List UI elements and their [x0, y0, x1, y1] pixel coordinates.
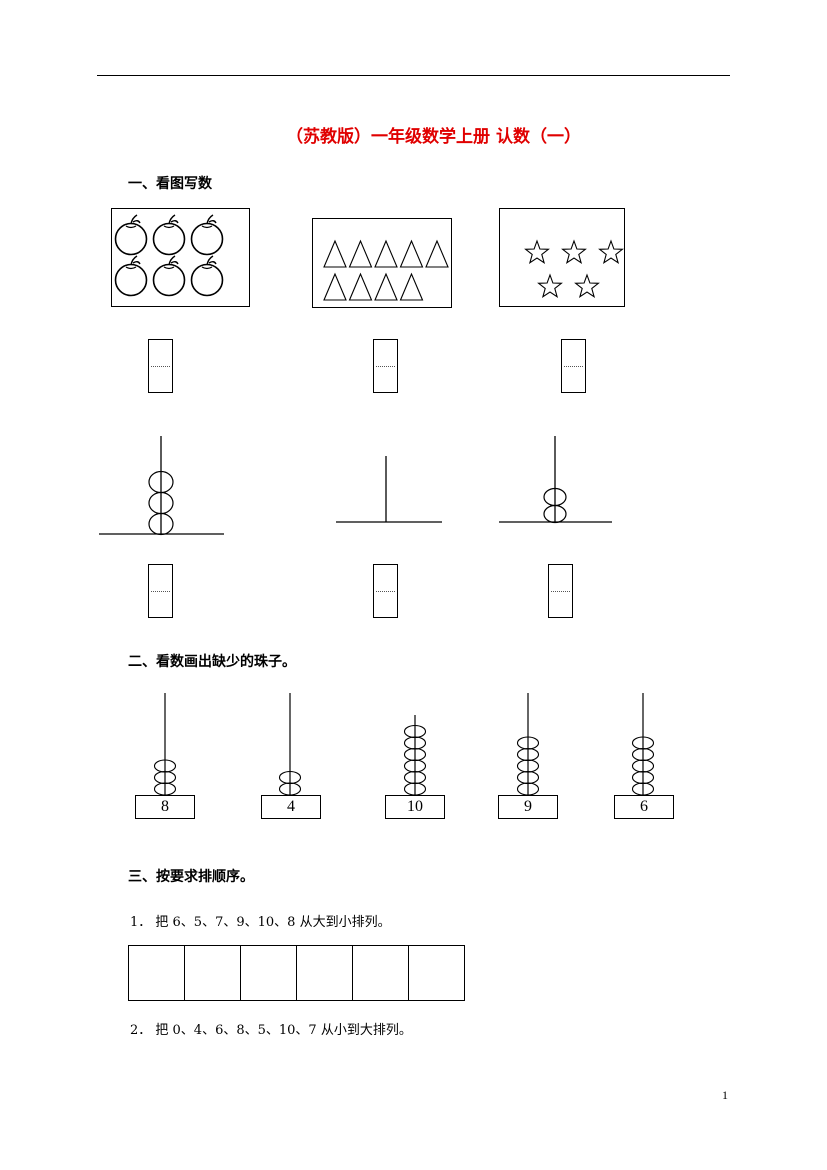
bead: [631, 736, 655, 750]
answer-box-abacus-3[interactable]: [548, 564, 573, 618]
number-box-2: 4: [261, 795, 321, 819]
star-icon: [561, 239, 587, 264]
apples-picture: [111, 208, 250, 307]
header-rule: [97, 75, 730, 76]
abacus-1: [99, 436, 224, 536]
apple-icon: [114, 214, 148, 256]
triangle-icon: [348, 272, 373, 301]
answer-box-abacus-1[interactable]: [148, 564, 173, 618]
apple-icon: [114, 214, 224, 297]
apple-icon: [152, 255, 186, 297]
star-icon: [598, 239, 624, 264]
triangles-picture: [312, 218, 452, 308]
page-title: （苏教版）一年级数学上册 认数（一）: [286, 127, 581, 147]
triangle-icon: [425, 239, 449, 268]
order-cell[interactable]: [185, 946, 241, 1000]
star-icon: [524, 239, 550, 264]
bead: [278, 770, 302, 785]
apple-icon: [190, 214, 224, 256]
page-number: 1: [722, 1088, 728, 1102]
order-cell[interactable]: [353, 946, 409, 1000]
bead: [516, 736, 540, 750]
bead-rod: [278, 693, 302, 796]
apple-icon: [114, 255, 148, 297]
triangle-icon: [348, 239, 373, 268]
order-boxes: [128, 945, 465, 1001]
order-cell[interactable]: [241, 946, 297, 1000]
bead: [543, 487, 567, 507]
triangle-icon: [323, 239, 449, 301]
order-cell[interactable]: [409, 946, 464, 1000]
number-box-3: 10: [385, 795, 445, 819]
apples-svg: [114, 214, 224, 297]
apple-icon: [152, 214, 186, 256]
abacus-3: [499, 436, 612, 524]
triangle-icon: [399, 239, 424, 268]
triangle-icon: [374, 239, 398, 268]
triangle-icon: [323, 272, 347, 301]
section-3-heading: 三、按要求排顺序。: [128, 869, 254, 885]
abacus-2: [336, 456, 442, 523]
question-2: 2． 把 0、4、6、8、5、10、7 从小到大排列。: [130, 1023, 412, 1038]
bead: [153, 759, 177, 773]
bead-rod: [631, 693, 655, 796]
bead-rods-svg: [153, 693, 655, 796]
apple-icon: [190, 255, 224, 297]
star-icon: [537, 273, 563, 298]
triangles-svg: [323, 239, 449, 301]
bead: [148, 470, 174, 494]
bead-rod: [153, 693, 177, 796]
order-cell[interactable]: [297, 946, 353, 1000]
stars-picture: [499, 208, 625, 307]
section-2-heading: 二、看数画出缺少的珠子。: [128, 654, 296, 670]
answer-box-triangles[interactable]: [373, 339, 398, 393]
section-1-heading: 一、看图写数: [128, 176, 212, 192]
answer-box-abacus-2[interactable]: [373, 564, 398, 618]
answer-box-stars[interactable]: [561, 339, 586, 393]
star-icon: [524, 239, 624, 298]
number-box-5: 6: [614, 795, 674, 819]
bead-rod: [516, 693, 540, 796]
number-box-4: 9: [498, 795, 558, 819]
question-1: 1． 把 6、5、7、9、10、8 从大到小排列。: [130, 915, 391, 930]
bead: [403, 724, 427, 739]
triangle-icon: [374, 272, 398, 301]
triangle-icon: [323, 239, 347, 268]
star-icon: [574, 273, 600, 298]
abacus-row-svg: [99, 436, 612, 536]
answer-box-apples[interactable]: [148, 339, 173, 393]
bead-rod: [403, 715, 427, 796]
stars-svg: [524, 239, 624, 298]
number-box-1: 8: [135, 795, 195, 819]
order-cell[interactable]: [129, 946, 185, 1000]
triangle-icon: [399, 272, 424, 301]
